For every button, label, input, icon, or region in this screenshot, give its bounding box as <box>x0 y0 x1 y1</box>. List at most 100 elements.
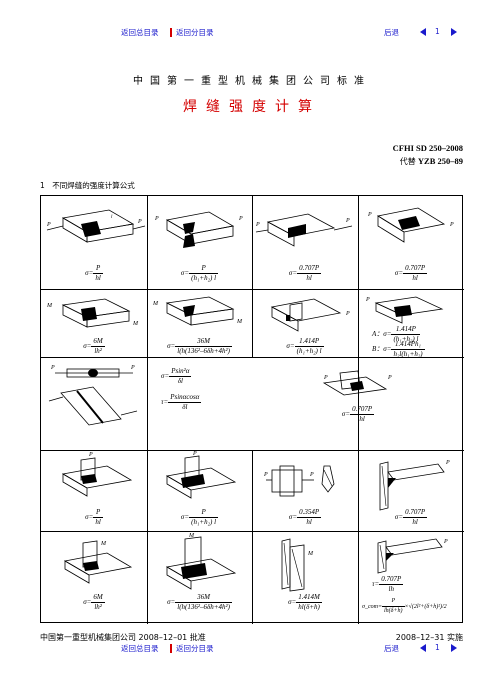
t-joint-double-bevel-bending-diagram: M <box>165 533 237 590</box>
bottom-navigation: 返回总目录 返回分目录 后退 1 <box>0 643 504 657</box>
lap-plate-bending-diagram: M <box>281 538 314 592</box>
svg-text:P: P <box>130 365 135 371</box>
table-divider <box>41 531 464 532</box>
svg-text:P: P <box>445 460 450 466</box>
effective-date: 2008–12–31 实施 <box>395 633 463 642</box>
svg-text:P: P <box>323 375 328 381</box>
svg-text:P: P <box>255 222 260 228</box>
t-joint-fillet-diagram: P <box>270 298 350 332</box>
t-joint-butt-diagram: P <box>61 452 133 497</box>
table-divider <box>41 450 464 451</box>
nav-separator <box>170 28 172 37</box>
document-title: 焊缝强度计算 <box>183 99 321 115</box>
svg-text:P: P <box>345 218 350 224</box>
double-lap-fillet-diagram: P P <box>322 370 392 396</box>
t-joint-double-bevel-diagram: P <box>165 451 237 499</box>
svg-text:P: P <box>443 539 448 545</box>
cruciform-fillet-diagram: P <box>365 296 444 324</box>
svg-text:P: P <box>50 365 55 371</box>
double-v-weld-bending-diagram: M M <box>152 296 243 326</box>
svg-text:M: M <box>152 301 159 307</box>
back-to-main-toc-link[interactable]: 返回总目录 <box>121 644 159 653</box>
svg-text:P: P <box>365 297 370 303</box>
svg-text:M: M <box>46 303 53 309</box>
formula-cell: P P <box>41 357 147 450</box>
replaces-code: YZB 250–89 <box>417 156 463 166</box>
formula-cell: P σ=P(h₁+h₂) l <box>147 450 252 531</box>
lap-fillet-weld-diagram: P P <box>255 213 353 247</box>
svg-text:M: M <box>100 541 107 547</box>
table-divider <box>41 357 464 358</box>
formula: σ=P(h₁+h₂) l <box>180 508 219 526</box>
svg-text:P: P <box>88 452 93 458</box>
svg-text:P: P <box>309 472 314 478</box>
t-joint-bending-diagram: M <box>63 540 133 584</box>
butt-weld-tension-diagram: P P l <box>46 209 146 243</box>
formula-cell: P σ=1.414P(h₁+h₂) l <box>252 289 358 357</box>
table-divider <box>147 196 148 624</box>
replaces-line: 代替 YZB 250–89 <box>400 156 463 167</box>
table-divider <box>41 289 464 290</box>
formula: σ=1.414P(h₁+h₂) l <box>286 337 324 355</box>
plug-weld-diagram: P P <box>263 465 335 497</box>
svg-text:P: P <box>263 472 268 478</box>
svg-text:M: M <box>132 321 139 327</box>
svg-text:M: M <box>188 533 195 539</box>
svg-text:M: M <box>236 319 243 325</box>
table-divider <box>252 450 253 624</box>
next-page-icon[interactable] <box>451 644 457 652</box>
nav-separator <box>170 644 172 653</box>
svg-text:l: l <box>111 215 113 220</box>
svg-text:P: P <box>46 222 51 228</box>
standard-title: 中国第一重型机械集团公司标准 <box>133 76 371 87</box>
bracket-fillet-diagram: P <box>377 538 448 574</box>
svg-text:P: P <box>154 216 159 222</box>
section-heading: 1 不同焊缝的强度计算公式 <box>40 181 135 190</box>
svg-text:P: P <box>367 212 372 218</box>
page-number: 1 <box>435 27 440 36</box>
side-fillet-weld-diagram: P P <box>367 207 454 243</box>
previous-page-icon[interactable] <box>420 28 426 36</box>
back-to-main-toc-link[interactable]: 返回总目录 <box>121 28 159 37</box>
back-to-section-toc-link[interactable]: 返回分目录 <box>176 28 214 37</box>
back-link[interactable]: 后退 <box>384 28 399 37</box>
svg-text:P: P <box>137 219 142 225</box>
formula: σ=P(h₁+h₂) l <box>180 264 219 282</box>
top-navigation: 返回总目录 返回分目录 后退 1 <box>0 27 504 41</box>
next-page-icon[interactable] <box>451 28 457 36</box>
approval-date: 中国第一重型机械集团公司 2008–12–01 批准 <box>40 633 206 642</box>
formula-cell: P P σ=P(h₁+h₂) l <box>147 196 252 289</box>
back-link[interactable]: 后退 <box>384 644 399 653</box>
svg-text:P: P <box>449 222 454 228</box>
corner-fillet-diagram: P <box>379 460 450 511</box>
previous-page-icon[interactable] <box>420 644 426 652</box>
formula-a: A：σ=1.414P(h₁+h₂) l <box>372 325 421 343</box>
standard-code: CFHI SD 250–2008 <box>392 143 463 153</box>
back-to-section-toc-link[interactable]: 返回分目录 <box>176 644 214 653</box>
